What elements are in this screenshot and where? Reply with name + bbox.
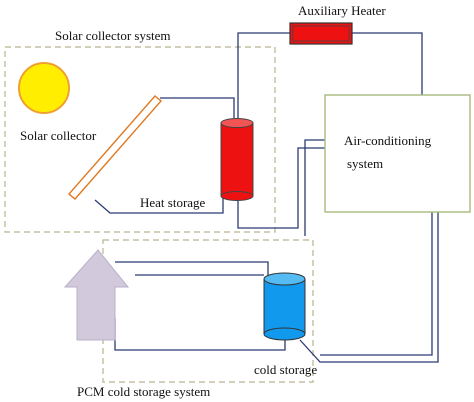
- solar-collector-system-label: Solar collector system: [55, 28, 171, 43]
- air-conditioning-label-line2: system: [347, 156, 383, 171]
- cold-storage-tank: [263, 272, 306, 341]
- solar-collector-label: Solar collector: [20, 128, 97, 143]
- solar-collector-system-boundary: [4, 46, 276, 233]
- pipe-ac-cold-storage-inner: [320, 212, 433, 356]
- heat-storage-tank: [220, 118, 254, 201]
- auxiliary-heater: [289, 22, 353, 45]
- heat-storage-label: Heat storage: [140, 195, 206, 210]
- pipe-ac-to-cold-storage-right: [299, 212, 439, 363]
- auxiliary-heater-label: Auxiliary Heater: [298, 3, 386, 18]
- pipe-ac-left-lower: [304, 139, 325, 236]
- pipe-cold-storage-to-arrow-bottom: [114, 318, 286, 351]
- pipe-collector-to-heat-storage-top: [160, 97, 235, 118]
- solar-collector-panel: [68, 95, 162, 200]
- pipe-cold-storage-to-arrow-top: [115, 261, 269, 278]
- sun-icon: [18, 62, 70, 114]
- air-conditioning-label-line1: Air-conditioning: [344, 133, 432, 148]
- pipe-heat-storage-to-heater: [237, 32, 290, 118]
- pipe-heater-to-ac: [352, 32, 423, 95]
- up-arrow-icon: [63, 249, 130, 341]
- cold-storage-label: cold storage: [254, 362, 317, 377]
- pipe-collector-to-heat-storage-bottom: [94, 196, 224, 214]
- air-conditioning-system-box: [324, 94, 471, 213]
- pipe-ac-left-upper: [237, 147, 325, 229]
- pcm-cold-storage-system-label: PCM cold storage system: [77, 384, 210, 399]
